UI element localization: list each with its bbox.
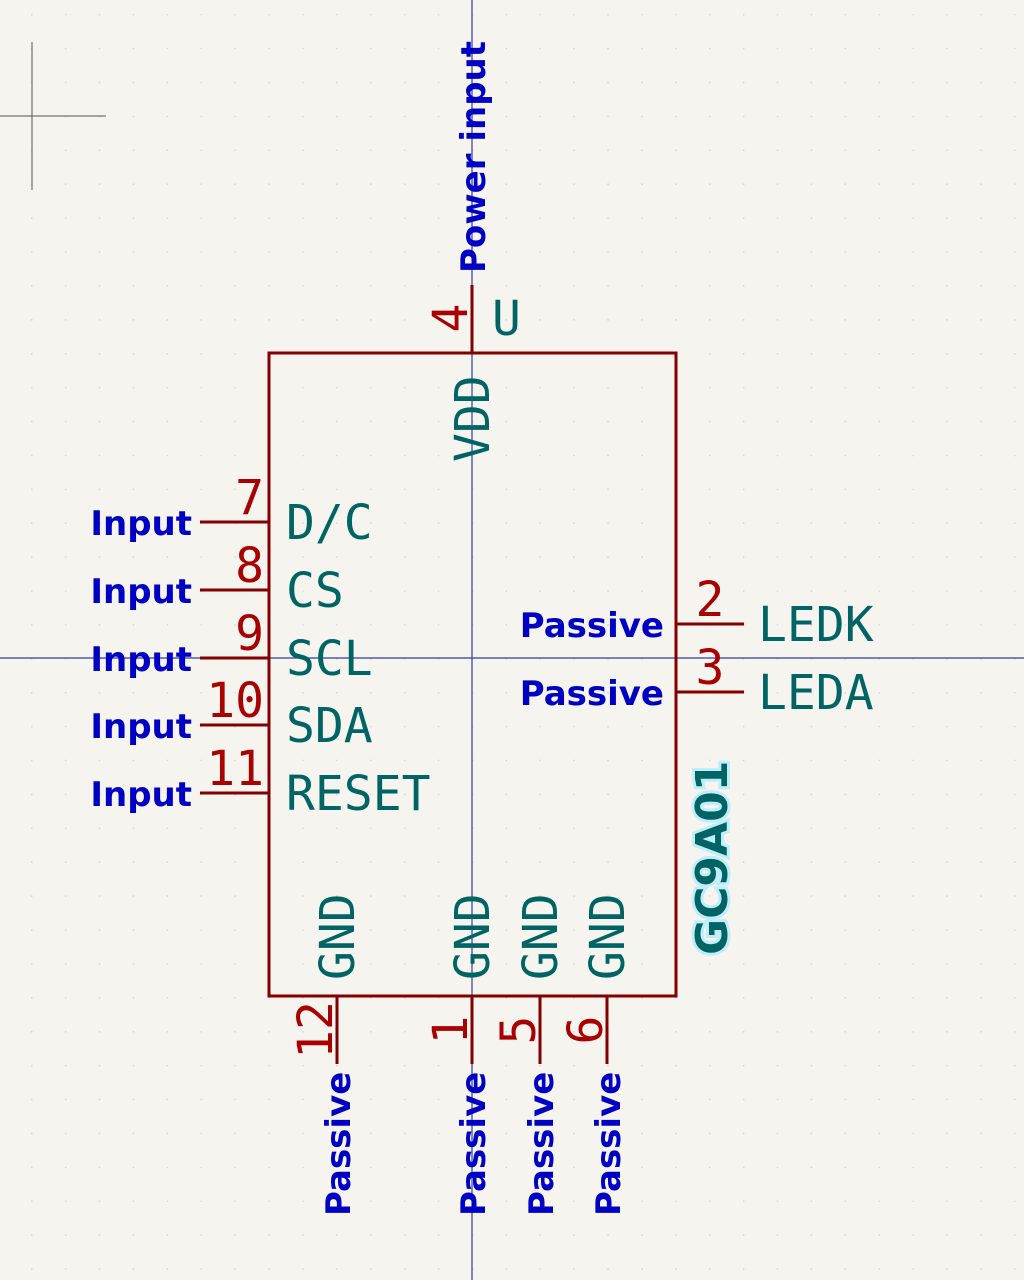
pin-number: 9 — [235, 606, 264, 662]
pin-electrical-type: Input — [90, 775, 192, 815]
pin-electrical-type: Input — [90, 640, 192, 680]
pin-number: 1 — [423, 1016, 479, 1045]
pin-electrical-type: Input — [90, 504, 192, 544]
pin[interactable]: 1 GND Passive — [423, 893, 501, 1216]
pin-name: LEDA — [758, 665, 874, 721]
pin-number: 4 — [423, 304, 479, 333]
pin-electrical-type: Passive — [522, 1072, 562, 1216]
pin[interactable]: 12 GND Passive — [288, 893, 366, 1216]
pin[interactable]: 6 GND Passive — [558, 893, 636, 1216]
pin[interactable]: 7 D/C Input — [90, 470, 372, 551]
pin-electrical-type: Passive — [520, 674, 664, 714]
pin-number: 5 — [491, 1016, 547, 1045]
pin-electrical-type: Passive — [520, 606, 664, 646]
pin-electrical-type: Passive — [589, 1072, 629, 1216]
pin[interactable]: 11 RESET Input — [90, 741, 430, 822]
pin-number: 6 — [558, 1016, 614, 1045]
pin-electrical-type: Input — [90, 572, 192, 612]
pin-number: 2 — [696, 572, 725, 628]
pin-number: 11 — [206, 741, 264, 797]
cursor-crosshair-icon — [0, 42, 106, 190]
value-field[interactable]: GC9A01 — [684, 758, 741, 958]
pin-name: LEDK — [758, 597, 874, 653]
pin[interactable]: 10 SDA Input — [90, 673, 372, 754]
pin-number: 12 — [288, 1001, 344, 1059]
pin-name: GND — [310, 893, 366, 980]
pin[interactable]: 8 CS Input — [90, 538, 343, 619]
pin-number: 3 — [696, 640, 725, 696]
pin[interactable]: 2 LEDK Passive — [520, 572, 874, 653]
pin-name: VDD — [445, 375, 501, 462]
pin-name: D/C — [286, 495, 373, 551]
pin[interactable]: 9 SCL Input — [90, 606, 372, 687]
pin-electrical-type: Input — [90, 707, 192, 747]
pin-number: 7 — [235, 470, 264, 526]
pin-number: 10 — [206, 673, 264, 729]
pin-electrical-type: Passive — [454, 1072, 494, 1216]
pin-name: GND — [513, 893, 569, 980]
pin[interactable]: 3 LEDA Passive — [520, 640, 874, 721]
pin-name: RESET — [286, 766, 431, 822]
reference-field[interactable]: U — [492, 291, 521, 347]
pin-electrical-type: Power input — [454, 41, 494, 273]
pin-number: 8 — [235, 538, 264, 594]
pin[interactable]: 5 GND Passive — [491, 893, 569, 1216]
pin-name: CS — [286, 563, 344, 619]
pin-name: SDA — [286, 698, 373, 754]
pin-name: GND — [580, 893, 636, 980]
pin-electrical-type: Passive — [319, 1072, 359, 1216]
pin-name: GND — [445, 893, 501, 980]
pin-name: SCL — [286, 631, 373, 687]
